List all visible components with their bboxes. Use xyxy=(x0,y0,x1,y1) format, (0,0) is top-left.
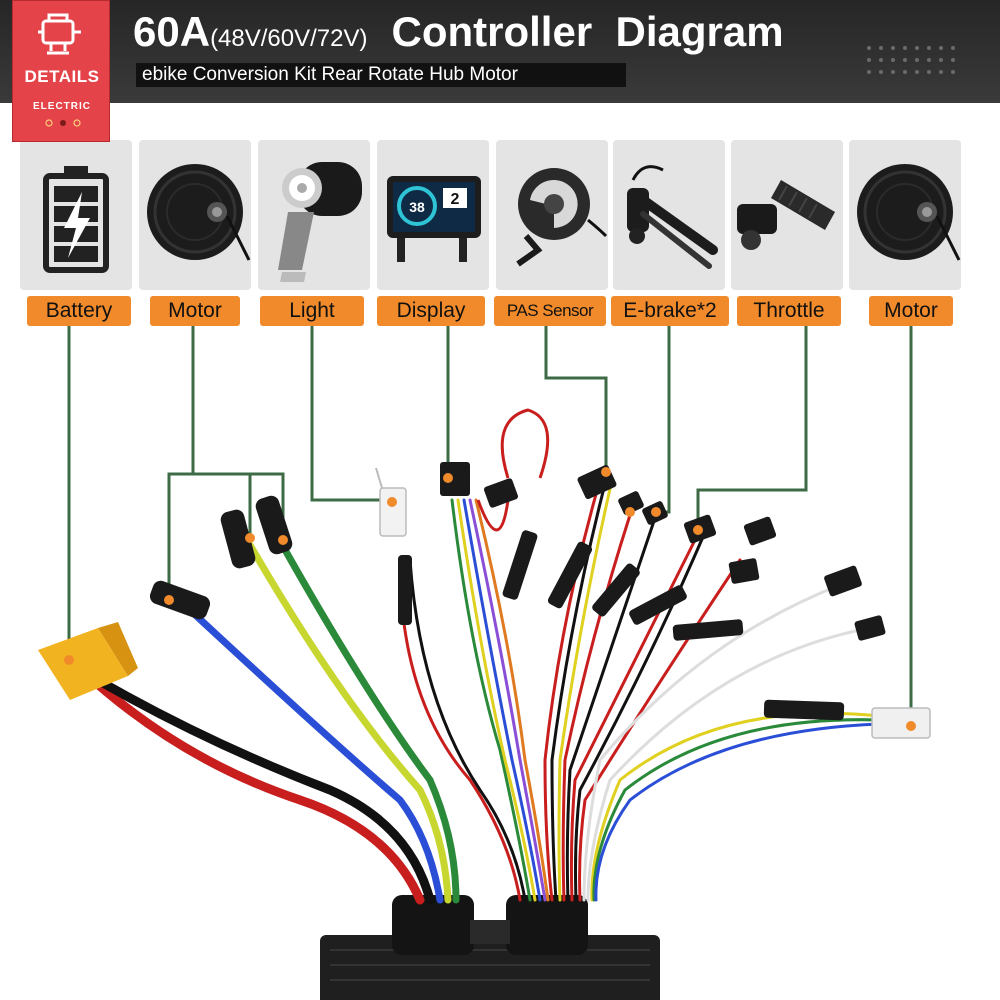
hub-motor-icon xyxy=(857,164,961,261)
right-wires xyxy=(398,478,882,902)
leader-motor-1 xyxy=(167,326,195,600)
controller-body xyxy=(320,935,660,1000)
light-card xyxy=(258,140,370,290)
brake-lever-icon xyxy=(627,165,718,269)
display-gear: 2 xyxy=(451,191,460,208)
dot-pattern xyxy=(867,46,955,74)
leader-ebrake xyxy=(656,326,671,514)
page-subtitle: ebike Conversion Kit Rear Rotate Hub Mot… xyxy=(136,63,626,87)
throttle-card xyxy=(731,140,843,290)
marker-dots xyxy=(64,467,916,731)
label-display: Display xyxy=(377,296,485,326)
controller-fins xyxy=(330,949,650,981)
battery-card xyxy=(20,140,132,290)
title-voltages: (48V/60V/72V) xyxy=(210,25,368,52)
heat-shrinks xyxy=(398,530,845,721)
details-badge: DETAILS ELECTRIC xyxy=(12,0,110,142)
leader-throttle xyxy=(696,326,808,530)
controller-bracket xyxy=(470,920,510,944)
display-icon: 38 2 xyxy=(387,176,481,262)
left-wires xyxy=(79,541,460,905)
label-battery: Battery xyxy=(27,296,131,326)
label-throttle: Throttle xyxy=(737,296,841,326)
battery-xt-connector xyxy=(38,622,138,700)
battery-icon xyxy=(43,166,109,273)
header-bar: 60A(48V/60V/72V) Controller Diagram ebike… xyxy=(0,0,1000,103)
motor2-card xyxy=(849,140,961,290)
label-motor: Motor xyxy=(150,296,240,326)
label-motor2: Motor xyxy=(869,296,953,326)
gear-icon xyxy=(38,13,81,55)
red-loop-wire xyxy=(500,408,550,479)
display-connector xyxy=(440,462,470,496)
hall-connector xyxy=(871,707,931,739)
leader-lines xyxy=(67,326,913,726)
label-pas-sensor: PAS Sensor xyxy=(494,296,606,326)
signal-connectors xyxy=(483,464,886,641)
throttle-icon xyxy=(737,180,835,250)
label-light: Light xyxy=(260,296,364,326)
ebrake-card xyxy=(613,140,725,290)
badge-dots xyxy=(45,119,81,127)
headlight-icon xyxy=(278,162,362,282)
label-ebrake: E-brake*2 xyxy=(611,296,729,326)
motor-card xyxy=(139,140,251,290)
hub-motor-icon xyxy=(147,164,251,261)
light-connector xyxy=(379,487,407,537)
title-rest: Controller Diagram xyxy=(391,8,784,55)
pas-sensor-icon xyxy=(516,168,608,267)
display-card: 38 2 xyxy=(377,140,489,290)
cable-gland-right xyxy=(506,895,588,955)
leader-light xyxy=(310,326,390,502)
pas-sensor-card xyxy=(496,140,608,290)
display-speed: 38 xyxy=(409,199,425,215)
title-amp: 60A xyxy=(133,8,211,55)
page-title: 60A(48V/60V/72V) Controller Diagram xyxy=(133,8,784,56)
cable-gland-left xyxy=(392,895,474,955)
leader-pas xyxy=(544,326,608,470)
badge-sublabel: ELECTRIC xyxy=(33,101,91,112)
badge-label: DETAILS xyxy=(24,67,100,86)
